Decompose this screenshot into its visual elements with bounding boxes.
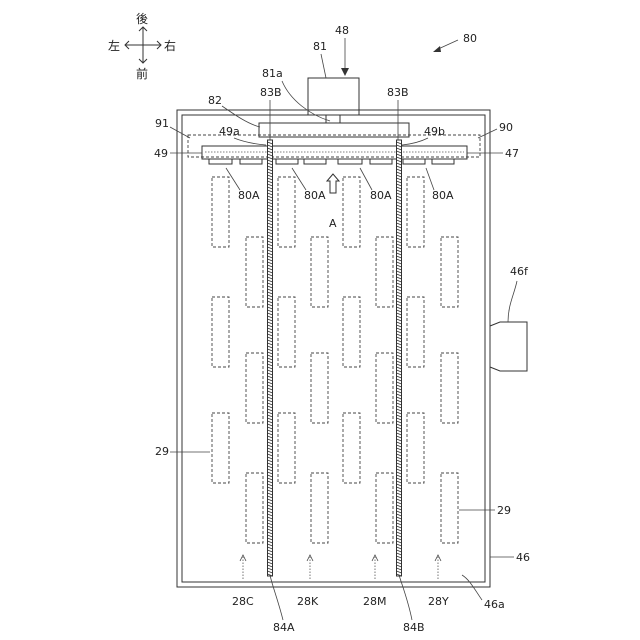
arrow-a [327,174,339,193]
head-slot [376,237,393,307]
head-slot [441,353,458,423]
nozzle-block [240,159,262,164]
nozzle-block [338,159,362,164]
label-49a: 49a [219,125,240,138]
housing-46 [177,110,490,587]
head-slot [407,297,424,367]
head-slot [246,353,263,423]
compass-back: 後 [136,12,148,26]
head-slot [212,413,229,483]
head-slot [212,177,229,247]
label-80a-3: 80A [370,189,392,202]
head-slot [376,473,393,543]
head-slot [407,177,424,247]
label-83b-right: 83B [387,86,409,99]
head-slot [311,237,328,307]
label-81: 81 [313,40,327,53]
head-slot [407,413,424,483]
head-slot [212,297,229,367]
label-28c: 28C [232,595,254,608]
label-28m: 28M [363,595,387,608]
head-slot [343,297,360,367]
head-slot [311,473,328,543]
label-49: 49 [154,147,168,160]
head-slot [246,237,263,307]
nozzle-block [370,159,392,164]
compass-front: 前 [136,66,148,81]
head-slot [376,353,393,423]
nozzle-blocks [209,159,454,164]
label-arrow-a: A [329,217,337,230]
label-29-right: 29 [497,504,511,517]
label-90: 90 [499,121,513,134]
label-29-left: 29 [155,445,169,458]
label-49b: 49b [424,125,445,138]
label-84b: 84B [403,621,425,634]
head-slot [278,413,295,483]
nozzle-block [432,159,454,164]
label-80: 80 [463,32,477,45]
label-46f: 46f [510,265,529,278]
head-slot [441,237,458,307]
motor-48 [308,78,359,115]
label-80a-4: 80A [432,189,454,202]
label-83b-left: 83B [260,86,282,99]
housing-inner [182,115,485,582]
compass-right: 右 [164,38,176,53]
head-slots [212,177,458,543]
screw-84a [268,140,273,576]
coupling-81a [326,115,340,123]
label-47: 47 [505,147,519,160]
nozzle-block [276,159,298,164]
label-91: 91 [155,117,169,130]
head-slot [278,297,295,367]
nozzle-block [209,159,232,164]
fan-46f [490,322,527,371]
head-slot [311,353,328,423]
label-84a: 84A [273,621,295,634]
label-80a-2: 80A [304,189,326,202]
screw-84b [397,140,402,576]
head-slot [441,473,458,543]
label-82: 82 [208,94,222,107]
label-80a-1: 80A [238,189,260,202]
label-46: 46 [516,551,530,564]
compass-left: 左 [108,38,120,53]
direction-compass: 後 前 左 右 [108,12,176,81]
nozzle-block [304,159,326,164]
label-81a: 81a [262,67,283,80]
label-46a: 46a [484,598,505,611]
label-48: 48 [335,24,349,37]
head-slot [246,473,263,543]
nozzle-block [403,159,425,164]
head-slot [278,177,295,247]
label-28y: 28Y [428,595,449,608]
head-slot [343,177,360,247]
label-28k: 28K [297,595,319,608]
head-slot [343,413,360,483]
